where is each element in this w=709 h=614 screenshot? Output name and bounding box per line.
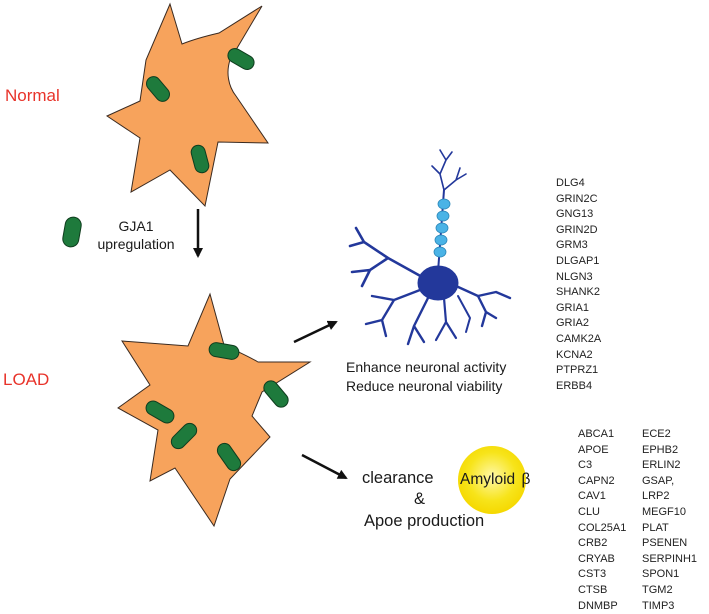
gene-name: GRIA2 <box>556 317 590 330</box>
gene-name: LRP2 <box>642 490 670 503</box>
gene-name: NLGN3 <box>556 270 593 283</box>
gja1-channel-icon <box>208 342 240 360</box>
gene-name: PLAT <box>642 521 669 534</box>
arrow-to-clearance <box>301 453 348 480</box>
gja1-label: GJA1 <box>118 218 154 234</box>
normal-label: Normal <box>5 86 60 105</box>
reduce-viability-label: Reduce neuronal viability <box>346 378 503 394</box>
apoe-production-label: Apoe production <box>364 512 485 530</box>
amyloid-beta-label: Amyloid β <box>460 472 530 488</box>
gene-name: EPHB2 <box>642 443 679 456</box>
gene-name: CTSB <box>578 583 608 596</box>
gene-name: KCNA2 <box>556 348 593 361</box>
gene-name: CST3 <box>578 568 607 581</box>
amyloid-label: Amyloid <box>460 471 516 488</box>
gja1-channel-icon <box>263 380 289 408</box>
gja1-legend-icon <box>62 216 82 248</box>
gene-name: DNMBP <box>578 599 618 612</box>
gene-name: GRIA1 <box>556 301 590 314</box>
load-astrocyte <box>117 292 312 528</box>
gene-name: SHANK2 <box>556 286 601 299</box>
gene-name: GNG13 <box>556 208 594 221</box>
gene-name: GRM3 <box>556 239 588 252</box>
gja1-channel-icon <box>170 422 198 450</box>
normal-astrocyte <box>105 2 269 208</box>
gene-name: DLGAP1 <box>556 254 600 267</box>
gene-name: APOE <box>578 443 609 456</box>
clearance-label: clearance <box>362 469 434 487</box>
gene-name: CRB2 <box>578 537 608 550</box>
gja1-channel-icon <box>146 76 170 102</box>
gene-name: CAPN2 <box>578 474 615 487</box>
gene-name: SPON1 <box>642 568 680 581</box>
gene-name: GRIN2D <box>556 223 598 236</box>
gene-name: CAV1 <box>578 490 606 503</box>
gene-name: GRIN2C <box>556 192 598 205</box>
gene-name: TIMP3 <box>642 599 675 612</box>
gene-name: MEGF10 <box>642 505 687 518</box>
gene-name: PTPRZ1 <box>556 364 599 377</box>
gja1-channel-icon <box>227 48 255 70</box>
gene-name: DLG4 <box>556 177 585 189</box>
neuron-icon <box>348 149 512 346</box>
gene-name: GSAP, <box>642 474 675 487</box>
gene-name: ERLIN2 <box>642 459 681 472</box>
gene-name: TGM2 <box>642 583 673 596</box>
gene-name: SERPINH1 <box>642 552 698 565</box>
gja1-channel-icon <box>190 144 210 174</box>
gene-name: ABCA1 <box>578 428 615 440</box>
amyloid-beta-plaque-icon <box>458 446 526 514</box>
upregulation-label: upregulation <box>97 236 175 252</box>
load-label: LOAD <box>3 370 50 389</box>
gja1-upregulation-label: GJA1 upregulation <box>88 217 184 253</box>
neuronal-effect-text: Enhance neuronal activity Reduce neurona… <box>346 358 506 396</box>
gene-name: CLU <box>578 505 601 518</box>
beta-symbol: β <box>521 471 531 488</box>
arrow-to-neuron <box>293 320 338 344</box>
gene-name: PSENEN <box>642 537 688 550</box>
gene-name: CAMK2A <box>556 332 602 345</box>
gene-name: ECE2 <box>642 428 671 440</box>
gja1-channel-icon <box>216 442 242 472</box>
gene-name: ERBB4 <box>556 379 593 392</box>
gene-name: C3 <box>578 459 593 472</box>
gene-name: COL25A1 <box>578 521 627 534</box>
ampersand-label: & <box>414 490 426 508</box>
gja1-channel-icon <box>145 400 175 424</box>
gene-name: CRYAB <box>578 552 615 565</box>
enhance-activity-label: Enhance neuronal activity <box>346 359 507 375</box>
astrocyte-cell-icon <box>105 2 269 208</box>
